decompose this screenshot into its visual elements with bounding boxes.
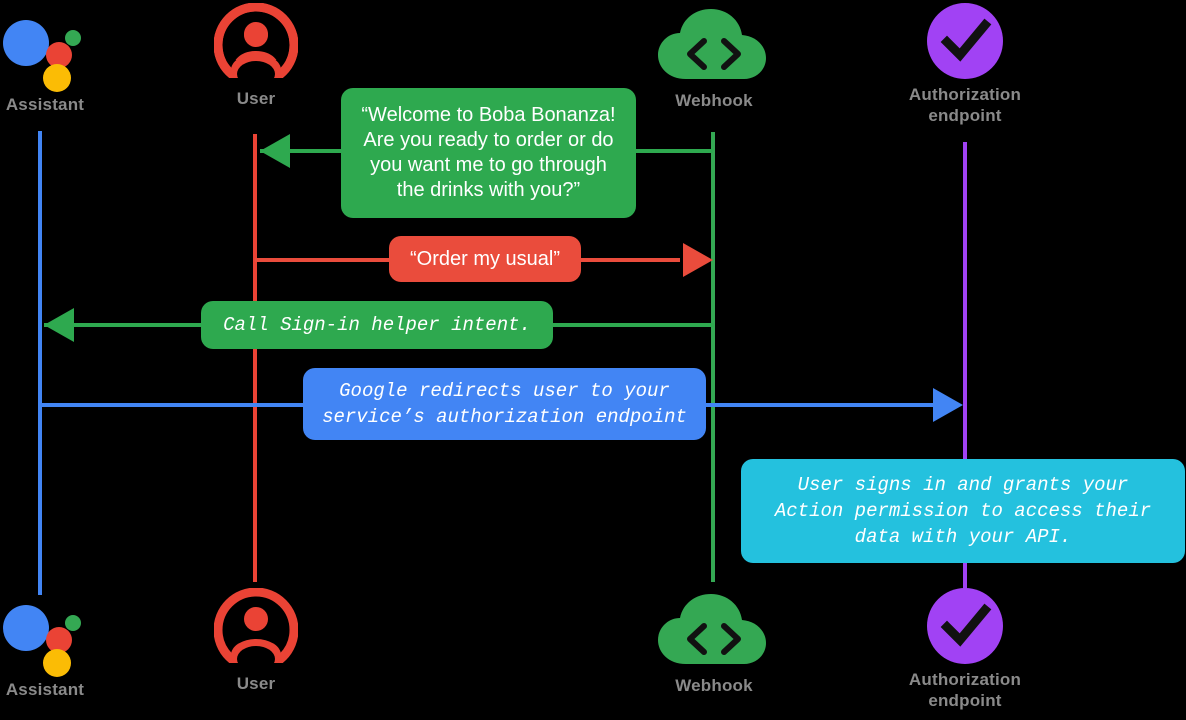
arrow-head-welcome-left <box>260 134 290 168</box>
purple-check-circle-icon <box>865 0 1065 84</box>
message-bubble-signin: Call Sign-in helper intent. <box>201 301 553 349</box>
assistant-dot-blue <box>3 20 49 66</box>
purple-check-glyph <box>927 588 1003 664</box>
lifeline-assistant <box>38 131 42 595</box>
assistant-dot-green <box>65 615 81 631</box>
actor-webhook-top: Webhook <box>614 4 814 111</box>
actor-label-webhook-top: Webhook <box>675 91 753 110</box>
message-text-order: “Order my usual” <box>409 247 561 270</box>
message-bubble-welcome: “Welcome to Boba Bonanza! Are you ready … <box>341 88 636 218</box>
arrow-head-signin-left <box>44 308 74 342</box>
cloud-code-glyph <box>658 594 766 664</box>
arrow-head-order-right <box>683 243 713 277</box>
arrow-head-redirect-right <box>933 388 963 422</box>
actor-label-webhook-bottom: Webhook <box>675 676 753 695</box>
actor-assistant-bottom: Assistant <box>0 593 145 700</box>
actor-label-user-top: User <box>236 89 276 108</box>
assistant-dot-green <box>65 30 81 46</box>
message-text-user-grants: User signs in and grants your Action per… <box>774 474 1152 548</box>
assistant-dot-blue <box>3 605 49 651</box>
google-assistant-logo-icon <box>0 593 145 679</box>
message-text-welcome: “Welcome to Boba Bonanza! Are you ready … <box>361 104 616 201</box>
actor-label-auth-bottom: Authorization endpoint <box>908 670 1022 710</box>
lifeline-webhook <box>711 132 715 582</box>
actor-label-assistant-bottom: Assistant <box>5 680 85 699</box>
message-text-signin: Call Sign-in helper intent. <box>223 314 531 336</box>
actor-auth-top: Authorization endpoint <box>865 0 1065 126</box>
message-bubble-order: “Order my usual” <box>389 236 581 282</box>
purple-check-circle-icon <box>865 583 1065 669</box>
google-assistant-logo-icon <box>0 8 145 94</box>
actor-assistant-top: Assistant <box>0 8 145 115</box>
actor-webhook-bottom: Webhook <box>614 589 814 696</box>
actor-label-auth-top: Authorization endpoint <box>908 85 1022 125</box>
actor-user-top: User <box>156 2 356 109</box>
actor-auth-bottom: Authorization endpoint <box>865 583 1065 711</box>
lifeline-auth <box>963 142 967 590</box>
assistant-dot-yellow <box>43 649 71 677</box>
cloud-code-icon <box>614 4 814 90</box>
purple-check-glyph <box>927 3 1003 79</box>
cloud-code-icon <box>614 589 814 675</box>
actor-label-assistant-top: Assistant <box>5 95 85 114</box>
lifeline-user <box>253 134 257 582</box>
message-bubble-user-grants: User signs in and grants your Action per… <box>741 459 1185 563</box>
assistant-dot-red <box>46 42 72 68</box>
user-avatar-glyph <box>214 3 298 87</box>
assistant-dot-yellow <box>43 64 71 92</box>
actor-user-bottom: User <box>156 587 356 694</box>
user-avatar-icon <box>156 2 356 88</box>
cloud-code-glyph <box>658 9 766 79</box>
user-avatar-glyph <box>214 588 298 672</box>
message-bubble-redirect: Google redirects user to your service’s … <box>303 368 706 440</box>
message-text-redirect: Google redirects user to your service’s … <box>322 380 687 428</box>
user-avatar-icon <box>156 587 356 673</box>
assistant-dot-red <box>46 627 72 653</box>
actor-label-user-bottom: User <box>236 674 276 693</box>
